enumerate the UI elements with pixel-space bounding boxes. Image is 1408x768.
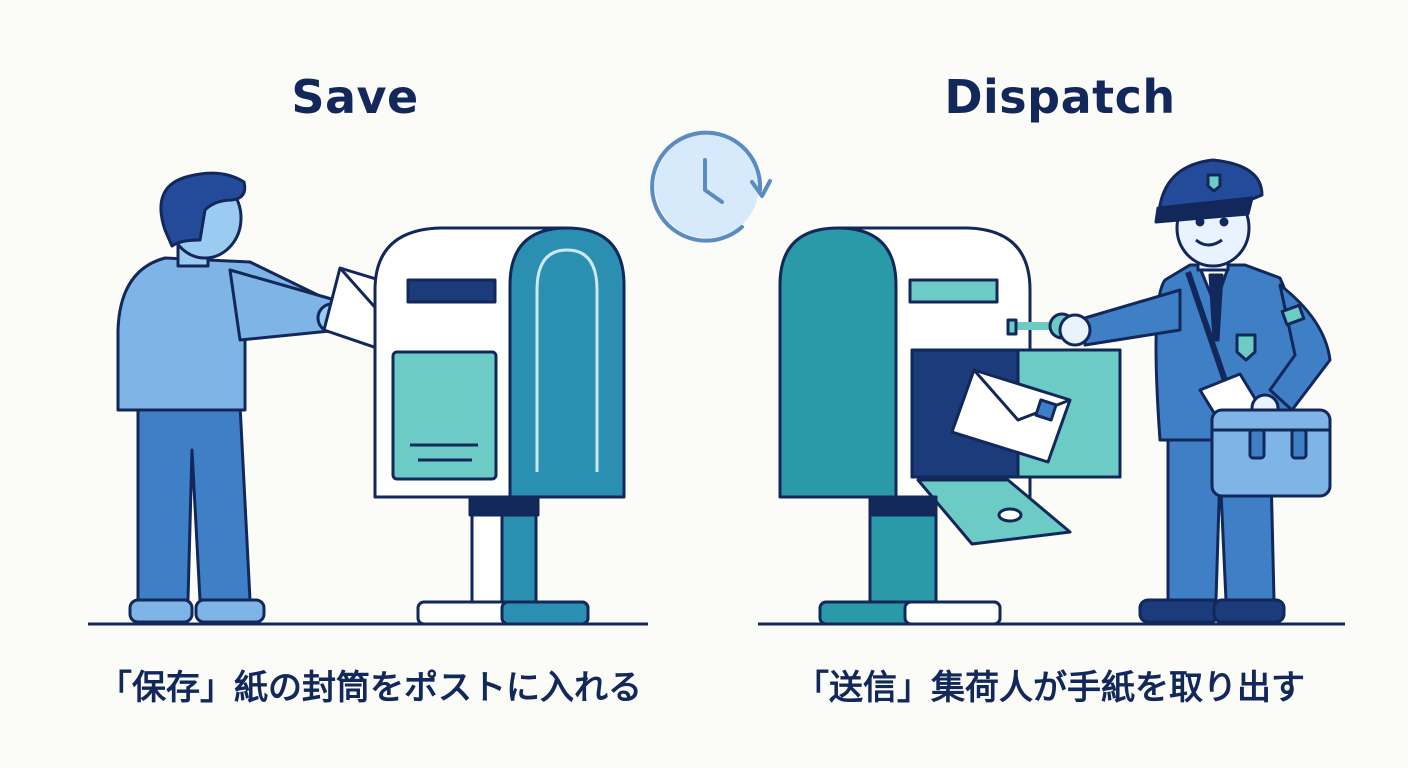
person-figure — [116, 171, 348, 624]
letter-envelope-dispatch — [950, 368, 1072, 464]
save-title: Save — [291, 70, 419, 124]
mailbox-right — [778, 226, 1122, 626]
save-caption: 「保存」紙の封筒をポストに入れる — [98, 668, 642, 708]
mail-bag — [1210, 408, 1332, 498]
dispatch-title: Dispatch — [944, 70, 1176, 124]
mailbox-left — [373, 226, 626, 626]
dispatch-caption: 「送信」集荷人が手紙を取り出す — [795, 668, 1305, 708]
clock-cycle-icon — [650, 130, 772, 243]
